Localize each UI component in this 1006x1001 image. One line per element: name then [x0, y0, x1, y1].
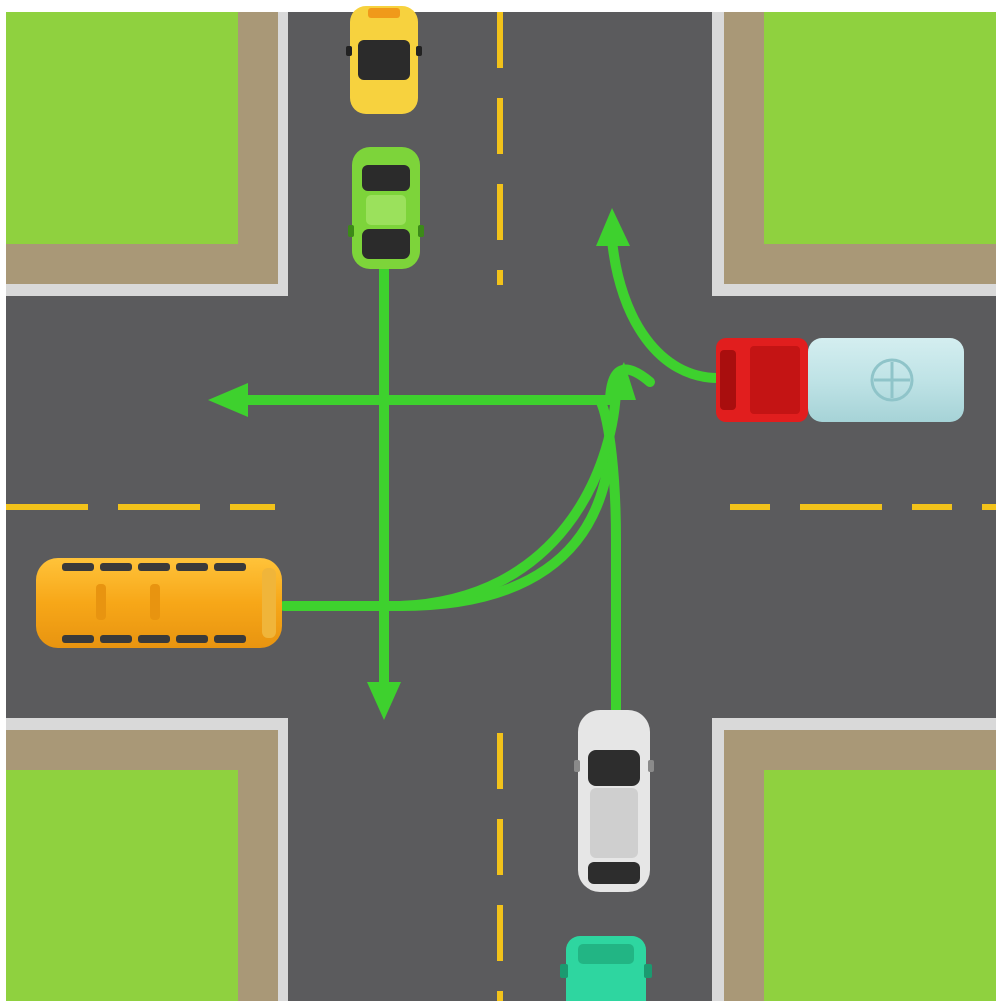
taxi-vehicle: [346, 6, 422, 114]
maneuver-arrows: [208, 208, 723, 720]
green-car-vehicle: [348, 147, 424, 269]
fuel-truck-vehicle: [716, 338, 964, 422]
bus-windows-top: [62, 563, 246, 571]
arrow-green-car-west: [235, 395, 621, 720]
teal-car-vehicle: [560, 936, 652, 1001]
corner-block-bottom-right: [712, 718, 996, 1001]
corner-block-top-right: [712, 12, 996, 296]
arrow-head-up-center: [604, 362, 636, 400]
lane-markings: [6, 12, 996, 1001]
corner-block-top-left: [6, 12, 288, 296]
school-bus-vehicle: [36, 558, 282, 648]
arrow-head-left: [208, 383, 248, 417]
arrow-head-up-right: [596, 208, 630, 246]
white-car-vehicle: [574, 710, 654, 892]
arrow-head-down: [367, 682, 401, 720]
corner-block-bottom-left: [6, 718, 288, 1001]
tank-hatch: [870, 358, 914, 402]
arrow-truck-right-turn: [607, 235, 723, 383]
arrow-bus-left: [395, 387, 621, 611]
bus-windows-bottom: [62, 635, 246, 643]
